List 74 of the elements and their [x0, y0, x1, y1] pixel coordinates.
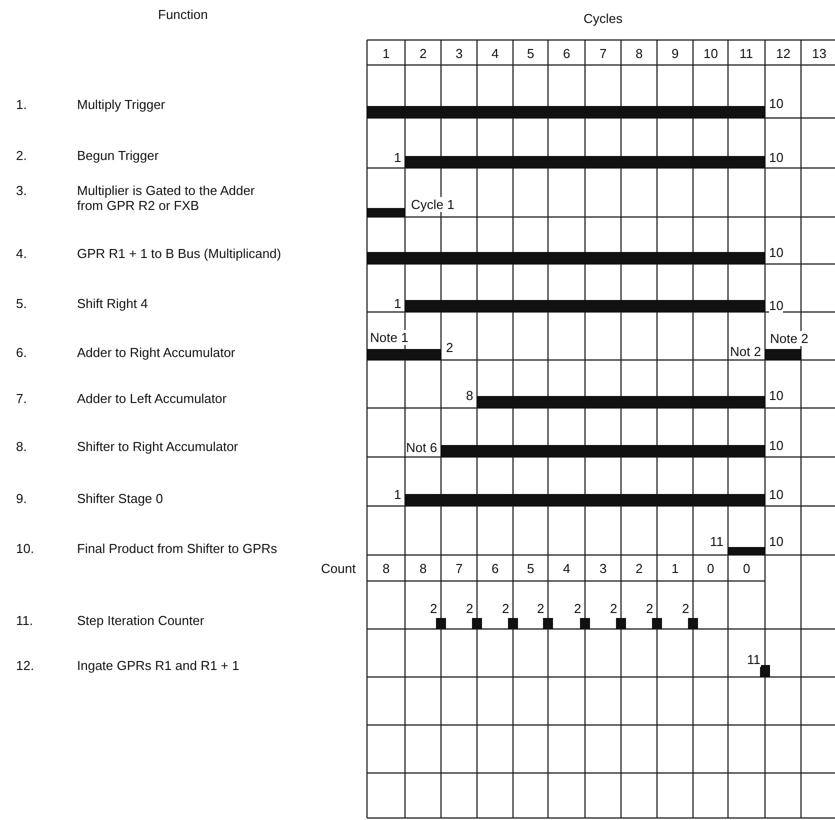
timing-note: 2: [502, 600, 510, 616]
timing-note: 2: [537, 600, 544, 616]
step-number: 2.: [16, 148, 27, 162]
count-value: 1: [672, 560, 679, 576]
function-label: Multiply Trigger: [77, 96, 166, 112]
count-value: 4: [563, 560, 570, 576]
timing-note: 10: [769, 298, 784, 312]
timing-note: 10: [769, 150, 784, 164]
timing-note: 10: [769, 486, 784, 502]
timing-note: Note 1: [370, 330, 408, 344]
function-label: Shifter Stage 0: [77, 490, 163, 506]
timing-note: Not 2: [730, 344, 762, 358]
step-number: 9.: [16, 490, 27, 506]
timing-note: 2: [446, 340, 454, 354]
count-value: 6: [492, 560, 499, 576]
count-value: 0: [707, 560, 714, 576]
count-value: 8: [382, 560, 390, 576]
step-number: 10.: [16, 540, 34, 556]
cycle-number: 6: [563, 46, 570, 60]
step-number: 1.: [16, 96, 27, 112]
column-heading: Cycles: [584, 10, 623, 26]
timing-note: 2: [430, 600, 438, 616]
step-number: 7.: [16, 390, 27, 406]
function-label: GPR R1 + 1 to B Bus (Multiplicand): [77, 246, 282, 260]
timing-note: 2: [646, 600, 654, 616]
count-value: 2: [636, 560, 643, 576]
function-label: Adder to Right Accumulator: [77, 344, 236, 360]
function-label: Shift Right 4: [77, 296, 148, 310]
step-number: 5.: [16, 296, 27, 310]
count-value: 5: [527, 560, 534, 576]
step-number: 12.: [16, 658, 34, 672]
function-label: Step Iteration Counter: [77, 612, 204, 628]
cycle-number: 1: [382, 46, 390, 60]
timing-note: 2: [610, 600, 618, 616]
step-number: 3.: [16, 182, 27, 198]
count-value: 8: [420, 560, 427, 576]
function-label: Final Product from Shifter to GPRs: [77, 540, 278, 556]
cycle-number: 9: [672, 46, 679, 60]
cycle-number: 7: [600, 46, 607, 60]
cycle-number: 10: [704, 46, 718, 60]
cycle-number: 5: [527, 46, 534, 60]
step-number: 11.: [16, 612, 34, 628]
cycle-number: 11: [740, 46, 753, 60]
cycle-number: 8: [636, 46, 643, 60]
timing-note: 10: [769, 438, 784, 452]
cycle-number: 4: [492, 46, 499, 60]
cycle-number: 12: [776, 46, 790, 60]
step-number: 6.: [16, 344, 27, 360]
timing-note: 10: [769, 96, 784, 110]
timing-note: 10: [769, 244, 784, 260]
timing-note: 2: [682, 600, 690, 616]
timing-note: Not 6: [406, 440, 438, 454]
timing-note: Note 2: [770, 330, 808, 346]
function-label: Shifter to Right Accumulator: [77, 438, 238, 454]
cycle-number: 13: [812, 46, 826, 60]
row-heading: Count: [321, 560, 356, 576]
count-value: 3: [600, 560, 607, 576]
timing-note: 10: [769, 534, 784, 548]
function-label: Ingate GPRs R1 and R1 + 1: [77, 658, 240, 672]
timing-note: 2: [574, 600, 582, 616]
timing-note: 10: [769, 388, 784, 402]
step-number: 8.: [16, 438, 27, 454]
function-label: Multiplier is Gated to the Adder from GPR R2 or FXB: [77, 183, 256, 213]
step-number: 4.: [16, 246, 27, 260]
timing-note: 8: [466, 388, 474, 402]
function-label: Begun Trigger: [77, 148, 159, 162]
function-label: Adder to Left Accumulator: [77, 390, 227, 406]
timing-note: Cycle 1: [411, 196, 454, 212]
timing-note: 2: [466, 600, 474, 616]
cycle-number: 3: [456, 46, 463, 60]
cycle-number: 2: [420, 46, 427, 60]
count-value: 0: [743, 560, 750, 576]
count-value: 7: [456, 560, 463, 576]
column-heading: Function: [158, 6, 208, 22]
